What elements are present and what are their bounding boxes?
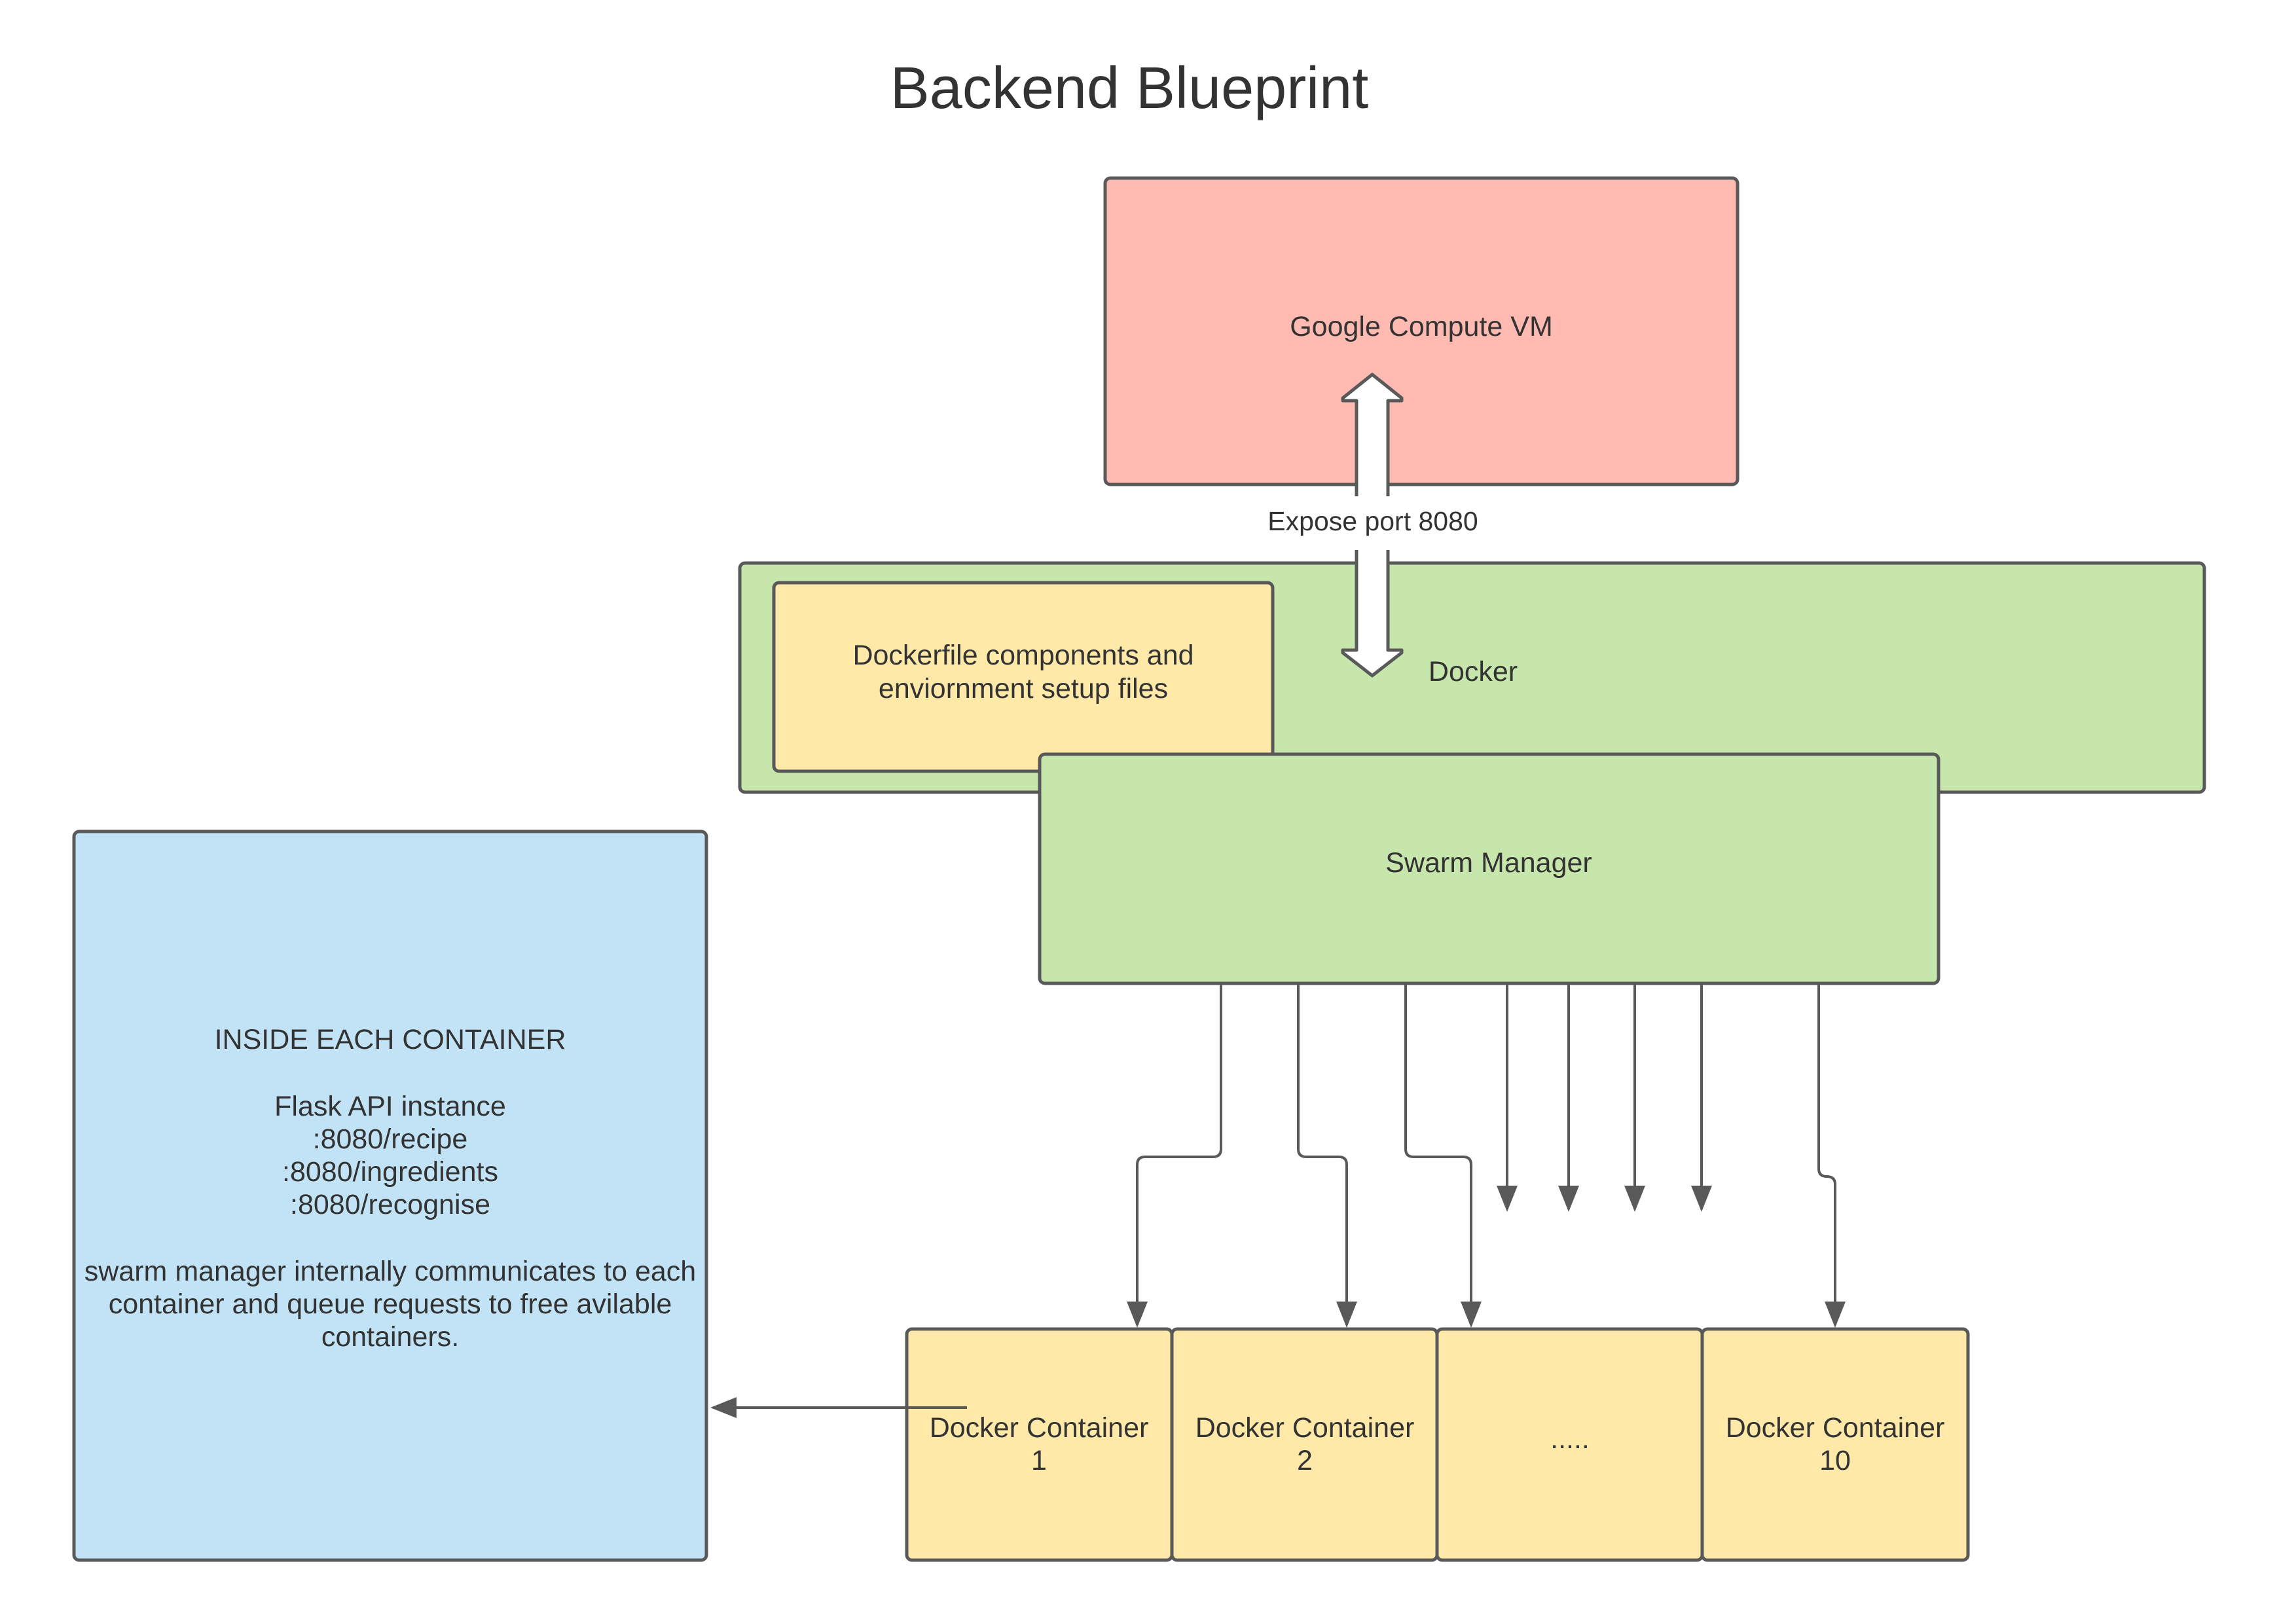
- info-endpoint: :8080/recognise: [290, 1189, 490, 1220]
- info-endpoint: :8080/ingredients: [282, 1156, 498, 1188]
- dockerfile-label-line2: enviornment setup files: [879, 673, 1168, 704]
- dockerfile-label-line1: Dockerfile components and: [852, 640, 1194, 671]
- docker-label: Docker: [1429, 656, 1518, 687]
- swarm-to-container-10-connector: [1817, 983, 1846, 1328]
- expose-port-label-bg: [1260, 496, 1486, 550]
- google-vm-node[interactable]: [1103, 176, 1740, 486]
- container-ellipsis-label: .....: [1550, 1423, 1590, 1455]
- info-note-line: container and queue requests to free avi…: [109, 1288, 672, 1320]
- swarm-to-container-2-connector: [1297, 983, 1357, 1328]
- info-box[interactable]: [72, 830, 708, 1562]
- info-note-line: containers.: [321, 1321, 459, 1353]
- swarm-to-container-1-connector: [1127, 983, 1222, 1328]
- swarm-to-container-ellipsis-connector: [1404, 983, 1482, 1328]
- info-endpoint: :8080/recipe: [313, 1123, 468, 1155]
- info-api-line: Flask API instance: [274, 1091, 506, 1122]
- dockerfile-node[interactable]: [772, 581, 1275, 773]
- container-10-label-line2: 10: [1819, 1445, 1851, 1476]
- info-heading: INSIDE EACH CONTAINER: [215, 1024, 566, 1055]
- diagram-title: Backend Blueprint: [890, 56, 1368, 121]
- expose-port-label: Expose port 8080: [1267, 506, 1478, 536]
- google-vm-label: Google Compute VM: [1290, 311, 1553, 342]
- swarm-manager-node[interactable]: [1038, 752, 1941, 985]
- swarm-manager-label: Swarm Manager: [1385, 847, 1592, 879]
- container-1-label-line2: 1: [1031, 1445, 1047, 1476]
- container-2-label-line2: 2: [1297, 1445, 1313, 1476]
- info-note-line: swarm manager internally communicates to…: [84, 1256, 696, 1287]
- container-10-label-line1: Docker Container: [1726, 1412, 1945, 1444]
- container-1-label-line1: Docker Container: [930, 1412, 1149, 1444]
- container-2-label-line1: Docker Container: [1195, 1412, 1415, 1444]
- container-node-10[interactable]: [1700, 1327, 1970, 1562]
